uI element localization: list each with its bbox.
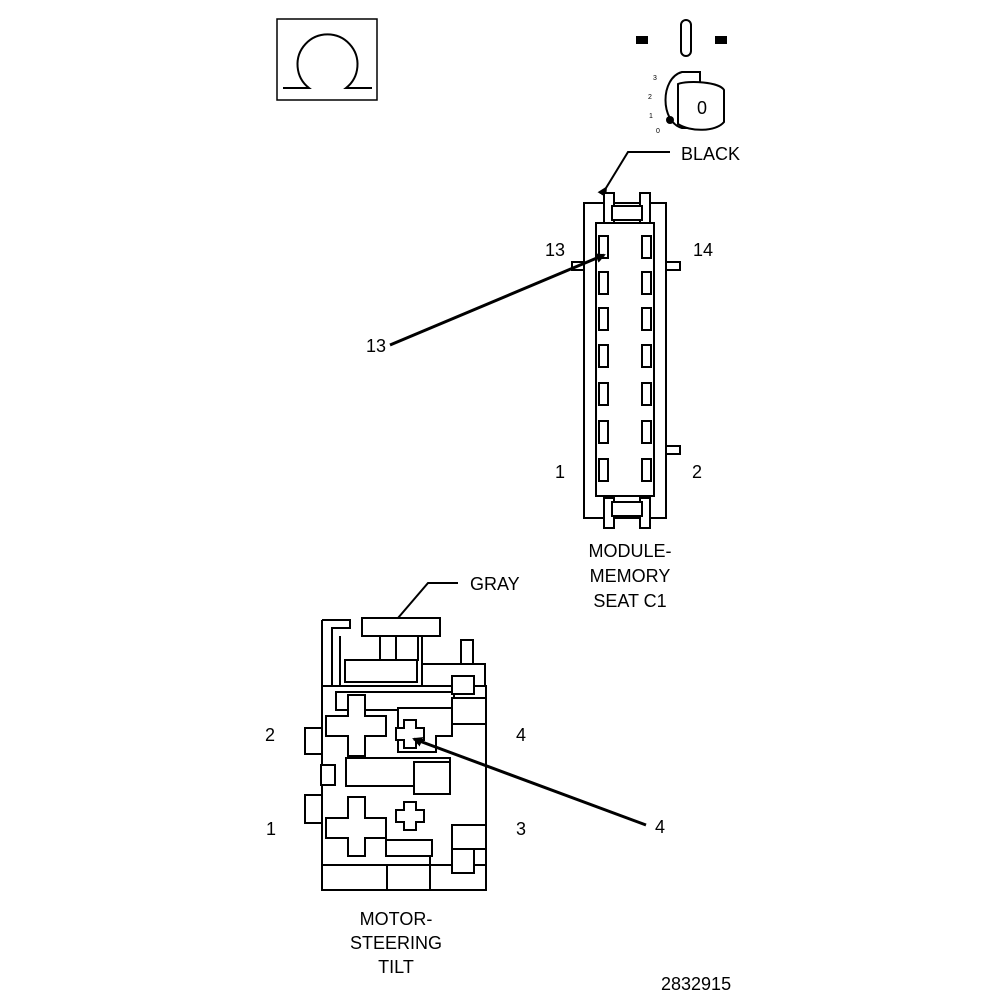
connector-motor: GRAY xyxy=(265,574,665,977)
c1-name-line-3: SEAT C1 xyxy=(593,591,666,611)
motor-callout-pin-label: 4 xyxy=(655,817,665,837)
c1-top-latch xyxy=(603,192,651,224)
c1-pin-14-label: 14 xyxy=(693,240,713,260)
key-position-1: 1 xyxy=(649,113,653,120)
motor-terminal-1-icon xyxy=(325,796,387,857)
key-label: 0 xyxy=(697,98,707,118)
c1-name-line-2: MEMORY xyxy=(590,566,671,586)
motor-name-line-3: TILT xyxy=(378,957,414,977)
motor-terminal-2-icon xyxy=(325,694,387,757)
c1-name-line-1: MODULE- xyxy=(588,541,671,561)
figure-number: 2832915 xyxy=(661,974,731,994)
key-position-3: 3 xyxy=(653,75,657,82)
motor-color-label: GRAY xyxy=(470,574,520,594)
key-position-0: 0 xyxy=(656,128,660,135)
key-position-2: 2 xyxy=(648,94,652,101)
motor-pin-3-label: 3 xyxy=(516,819,526,839)
motor-pin-1-label: 1 xyxy=(266,819,276,839)
omega-symbol-icon xyxy=(276,18,378,101)
c1-pin-2-label: 2 xyxy=(692,462,702,482)
c1-color-label: BLACK xyxy=(681,144,740,164)
c1-bottom-latch xyxy=(603,497,651,529)
motor-pin-2-label: 2 xyxy=(265,725,275,745)
motor-terminal-3-icon xyxy=(395,801,425,831)
motor-name-line-2: STEERING xyxy=(350,933,442,953)
c1-pin-13-label: 13 xyxy=(545,240,565,260)
c1-pin-1-label: 1 xyxy=(555,462,565,482)
c1-callout-pin-label: 13 xyxy=(366,336,386,356)
motor-name-line-1: MOTOR- xyxy=(360,909,433,929)
motor-top-latch xyxy=(321,617,486,686)
ignition-key-icon: 3 2 1 0 0 xyxy=(636,19,727,135)
motor-pin-4-label: 4 xyxy=(516,725,526,745)
c1-cavities xyxy=(598,235,652,482)
connector-c1: BLACK xyxy=(366,144,740,611)
